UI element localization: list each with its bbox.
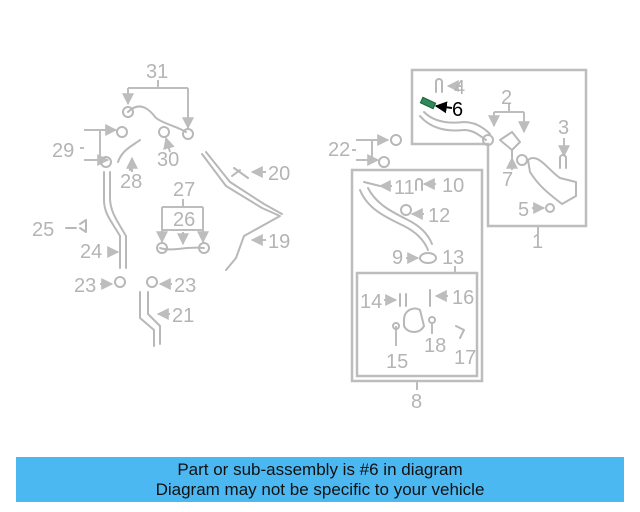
callout-5: 5 [518,199,529,221]
outlet-drawing [527,157,577,205]
pipe-19-drawing [201,151,283,271]
banner-line-1: Part or sub-assembly is #6 in diagram [177,459,463,479]
callout-13: 13 [442,247,464,269]
callout-11: 11 [394,177,415,199]
callout-26: 26 [173,209,195,231]
callout-2: 2 [501,87,512,109]
callout-17: 17 [454,347,476,369]
callout-9: 9 [392,247,403,269]
callout-25: 25 [32,219,54,241]
clamp-31a [122,106,134,118]
clamp-29b [100,156,112,168]
callout-29: 29 [52,140,74,162]
box-assembly-13 [355,271,479,378]
left-assembly-group: 31 29 30 28 20 27 26 25 19 24 23 23 21 [32,61,290,347]
right-assembly-group: 4 6 2 3 22 7 5 11 10 12 1 9 13 14 16 18 … [328,68,588,413]
hose-28-drawing [117,139,141,171]
callout-22-bracket [352,139,373,161]
clip-20-drawing [231,167,249,179]
clip-3-drawing [559,154,567,169]
callout-23-left: 23 [74,275,96,297]
part-18-drawing [428,316,436,324]
callout-3: 3 [558,117,569,139]
clamp-29a [116,126,128,138]
banner-line-2: Diagram may not be specific to your vehi… [155,479,485,499]
callout-7: 7 [502,169,513,191]
clamp-23b [146,276,158,288]
housing-drawing [403,307,425,333]
callout-23-right: 23 [174,275,196,297]
hose-31-drawing [127,105,187,133]
callout-24: 24 [80,241,102,263]
callout-20: 20 [268,163,290,185]
callout-30: 30 [157,149,179,171]
callout-1: 1 [532,231,543,253]
callout-15: 15 [386,351,408,373]
callout-27-bracket [162,199,203,208]
bolt-25-drawing [65,219,87,233]
callout-28: 28 [120,171,142,193]
callout-12: 12 [428,205,450,227]
clamp-22a [390,134,402,146]
callout-31-bracket [128,80,188,89]
callout-2-bracket [494,104,524,113]
clamp-31b [182,128,194,140]
parts-diagram: 31 29 30 28 20 27 26 25 19 24 23 23 21 [32,61,588,413]
box-assembly-1 [410,68,588,228]
callout-31: 31 [146,61,168,83]
part-15-drawing [392,322,400,330]
hose-11-drawing [359,181,433,251]
callout-27: 27 [173,179,195,201]
clip-4-drawing [435,78,443,93]
clamp-22b [378,156,390,168]
part-6-drawing [419,96,437,110]
callout-14: 14 [360,291,382,313]
callout-8: 8 [411,391,422,413]
callout-6: 6 [452,99,463,121]
clamp-23a [114,276,126,288]
info-banner: Part or sub-assembly is #6 in diagram Di… [16,457,624,502]
callout-18: 18 [424,335,446,357]
callout-29-bracket [80,129,101,161]
callout-21: 21 [172,305,194,327]
pipe-24-drawing [103,171,127,269]
pipe-21-drawing [139,291,161,347]
o-ring-9-drawing [419,252,437,264]
part-17-drawing [455,325,465,339]
hose-drawing-box1 [419,111,491,141]
callout-10: 10 [442,175,464,197]
callout-4: 4 [454,77,465,99]
callout-16: 16 [452,287,474,309]
clamp-30 [158,126,170,138]
part-14-drawing [399,293,407,307]
callout-19: 19 [268,231,290,253]
callout-22: 22 [328,139,350,161]
